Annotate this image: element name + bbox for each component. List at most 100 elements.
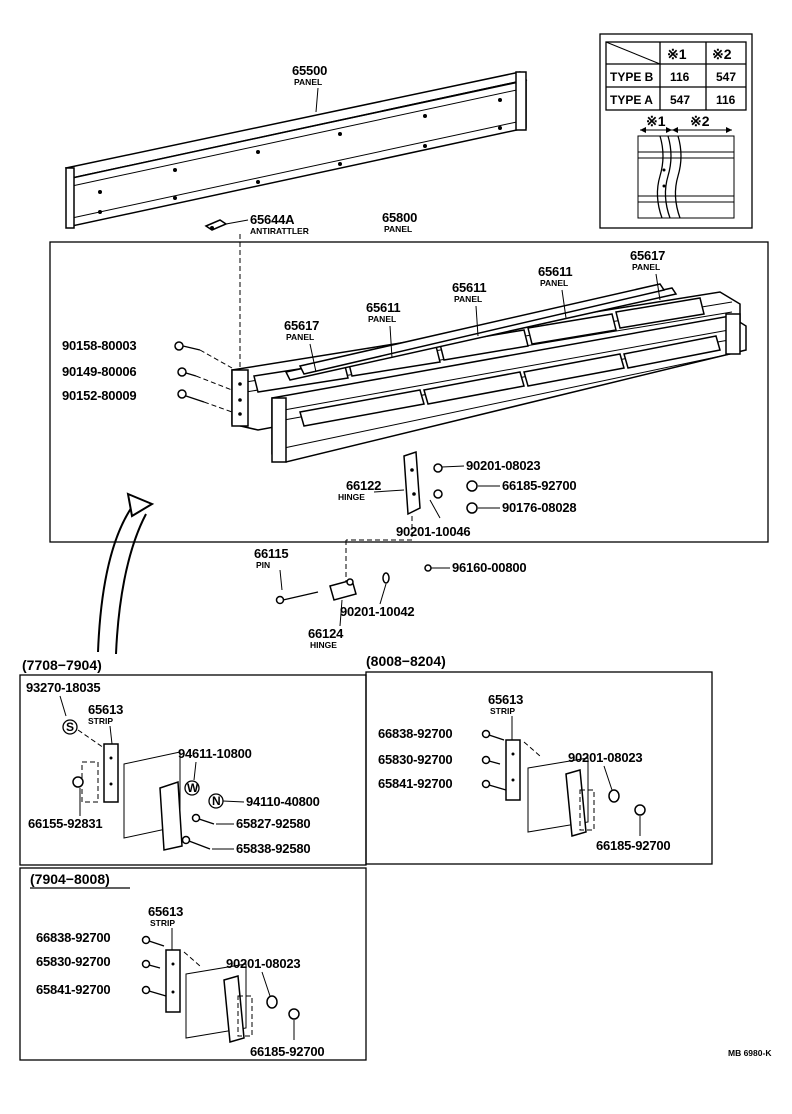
s3-label-65830: 65830-92700: [36, 954, 110, 969]
label-90201-10042: 90201-10042: [340, 604, 414, 619]
callout-2: ※2: [690, 113, 710, 129]
s2-label-90201: 90201-08023: [568, 750, 642, 765]
hinge-66124: [329, 578, 357, 601]
callout-1: ※1: [646, 113, 666, 129]
table-header-2: ※2: [712, 46, 732, 62]
s1-bracket: [123, 751, 183, 851]
section1-frame: [19, 674, 367, 866]
label-90176: 90176-08028: [502, 500, 576, 515]
nut-90176: [466, 502, 478, 514]
s2-washer: [608, 789, 620, 803]
bolt-90158: [174, 341, 201, 351]
type-table: ※1 ※2 TYPE B 116 547 TYPE A 547 116 ※1 ※…: [599, 33, 753, 229]
s1-mark-s: S: [66, 720, 74, 734]
s1-bolt-65838: [181, 835, 211, 850]
antirattler-65644A: [204, 219, 228, 231]
label-65611b-num: 65611: [452, 280, 486, 295]
label-90152: 90152-80009: [62, 388, 136, 403]
s1-nut: [72, 776, 84, 788]
label-65617a-name: PANEL: [286, 332, 314, 342]
label-66122-name: HINGE: [338, 492, 365, 502]
s2-bracket: [527, 757, 589, 837]
s1-label-65613-name: STRIP: [88, 716, 113, 726]
s1-label-66155: 66155-92831: [28, 816, 102, 831]
s3-label-66185: 66185-92700: [250, 1044, 324, 1059]
section2-title: (8008−8204): [366, 653, 446, 669]
section1-title: (7708−7904): [22, 657, 102, 673]
s3-bracket: [185, 963, 247, 1043]
label-65617a-num: 65617: [284, 318, 319, 333]
label-66115-num: 66115: [254, 546, 288, 561]
s2-label-66185: 66185-92700: [596, 838, 670, 853]
washer-90201-08023: [433, 463, 443, 473]
table-row1-type: TYPE B: [610, 70, 654, 84]
s1-strip: [103, 743, 119, 803]
label-65611a-num: 65611: [366, 300, 400, 315]
label-90158: 90158-80003: [62, 338, 136, 353]
section3-title: (7904−8008): [30, 871, 110, 887]
label-90201-08023: 90201-08023: [466, 458, 540, 473]
label-66122-num: 66122: [346, 478, 381, 493]
table-header-1: ※1: [667, 46, 687, 62]
bolt-90152: [177, 389, 205, 403]
s2-strip: [505, 739, 521, 801]
drawing-code: MB 6980-K: [728, 1048, 772, 1058]
table-row1-v2: 547: [716, 70, 736, 84]
table-row2-v2: 116: [716, 93, 736, 107]
table-row2-v1: 547: [670, 93, 690, 107]
section3-frame: [19, 867, 367, 1061]
label-65611c-name: PANEL: [540, 278, 568, 288]
s3-label-65613-name: STRIP: [150, 918, 175, 928]
tailgate-assembly-frame: [49, 241, 769, 543]
table-row1-v1: 116: [670, 70, 690, 84]
label-65617b-num: 65617: [630, 248, 665, 263]
s1-label-94110: 94110-40800: [246, 794, 320, 809]
s1-label-65838: 65838-92580: [236, 841, 310, 856]
label-66124-name: HINGE: [310, 640, 337, 650]
s2-label-65830: 65830-92700: [378, 752, 452, 767]
s2-label-65841: 65841-92700: [378, 776, 452, 791]
s2-bolts: [481, 729, 507, 791]
s1-mark-n: N: [212, 794, 221, 808]
label-90149: 90149-80006: [62, 364, 136, 379]
label-65617b-name: PANEL: [632, 262, 660, 272]
s1-label-65827: 65827-92580: [236, 816, 310, 831]
label-65611c-num: 65611: [538, 264, 572, 279]
label-65800-name: PANEL: [384, 224, 412, 234]
s3-nut: [288, 1008, 300, 1020]
label-66124-num: 66124: [308, 626, 344, 641]
s1-bolt-65827: [191, 813, 215, 825]
s3-strip: [165, 949, 181, 1013]
panel-65500: [64, 71, 528, 229]
table-row2-type: TYPE A: [610, 93, 653, 107]
label-90201-10046: 90201-10046: [396, 524, 470, 539]
s1-label-93270: 93270-18035: [26, 680, 100, 695]
label-96160: 96160-00800: [452, 560, 526, 575]
s3-washer: [266, 995, 278, 1009]
s2-label-65613-name: STRIP: [490, 706, 515, 716]
nut-66185: [466, 480, 478, 492]
s3-label-65613-num: 65613: [148, 904, 183, 919]
label-65611a-name: PANEL: [368, 314, 396, 324]
hinge-66122: [403, 450, 421, 516]
s1-mark-w: W: [187, 781, 199, 795]
label-65800-num: 65800: [382, 210, 417, 225]
s1-label-65613-num: 65613: [88, 702, 123, 717]
s3-bolts: [141, 935, 167, 997]
washer-90201-10042: [382, 572, 390, 584]
section2-frame: [365, 671, 713, 865]
tailgate-panels: [231, 283, 747, 463]
s2-label-65613-num: 65613: [488, 692, 523, 707]
label-65500-num: 65500: [292, 63, 327, 78]
label-65644A-name: ANTIRATTLER: [250, 226, 309, 236]
label-65611b-name: PANEL: [454, 294, 482, 304]
s3-label-65841: 65841-92700: [36, 982, 110, 997]
panel-section-detail: [637, 135, 735, 219]
bolt-90149: [177, 367, 197, 377]
s3-label-66838: 66838-92700: [36, 930, 110, 945]
pin-66115: [275, 591, 319, 605]
label-65644A-num: 65644A: [250, 212, 295, 227]
s2-label-66838: 66838-92700: [378, 726, 452, 741]
nut-96160: [424, 564, 432, 572]
